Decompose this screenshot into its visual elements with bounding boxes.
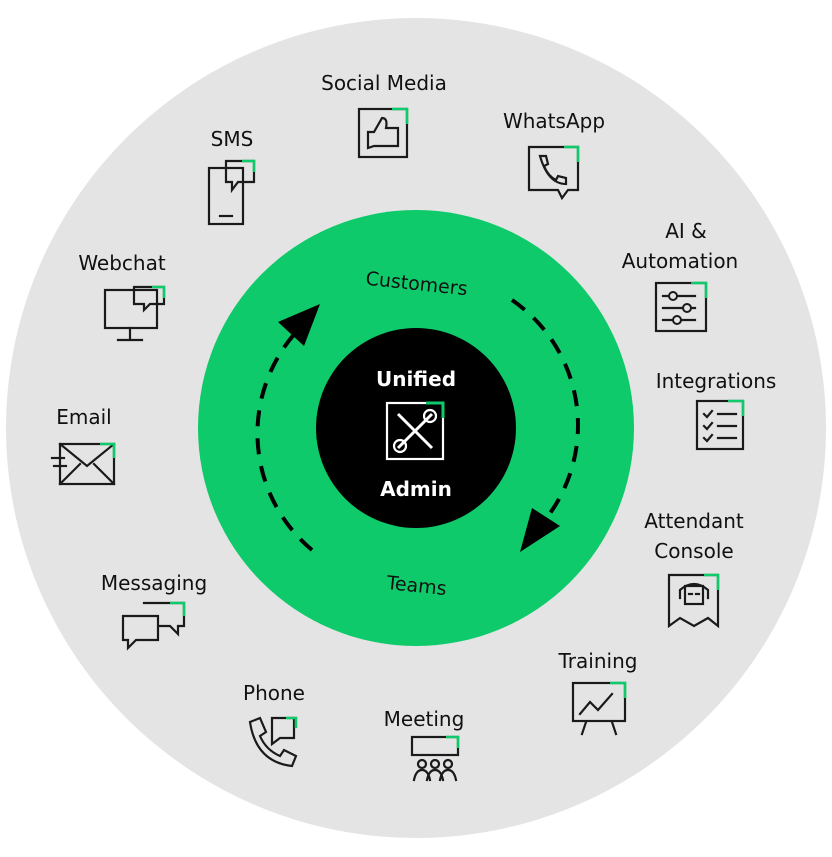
channel-label-line1: AI & — [665, 219, 707, 243]
channel-integrations: Integrations — [656, 369, 777, 451]
arrow-right-head — [520, 508, 560, 552]
channel-attendant-console: Attendant Console — [644, 509, 744, 629]
arrow-left-path — [255, 328, 314, 552]
channel-training: Training — [558, 649, 638, 736]
channel-ai-automation: AI & Automation — [622, 219, 738, 333]
cycle-arrows — [255, 298, 580, 552]
channel-sms: SMS — [207, 127, 256, 226]
channel-label: SMS — [211, 127, 254, 151]
chat-bubbles-icon — [121, 601, 186, 651]
phone-icon — [248, 716, 298, 768]
channel-label: Webchat — [78, 251, 166, 275]
thumbs-up-icon — [357, 107, 409, 159]
channel-email: Email — [50, 405, 116, 486]
arrow-right-path — [510, 298, 580, 518]
channel-phone: Phone — [243, 681, 305, 768]
meeting-group-icon — [410, 735, 460, 782]
channel-label: WhatsApp — [503, 109, 605, 133]
channel-label: Meeting — [384, 707, 465, 731]
headset-agent-icon — [667, 573, 720, 629]
channel-label-line2: Console — [654, 539, 733, 563]
channel-label: Phone — [243, 681, 305, 705]
channel-messaging: Messaging — [101, 571, 207, 651]
whatsapp-phone-icon — [527, 145, 580, 201]
channel-label: Training — [558, 649, 638, 673]
envelope-icon — [50, 442, 116, 486]
channel-whatsapp: WhatsApp — [503, 109, 605, 201]
channel-label: Messaging — [101, 571, 207, 595]
tools-icon — [385, 401, 445, 461]
channel-label: Email — [56, 405, 112, 429]
arrow-left-head — [278, 304, 320, 346]
mobile-sms-icon — [207, 159, 256, 226]
channel-label: Social Media — [321, 71, 447, 95]
channel-label-line2: Automation — [622, 249, 738, 273]
channel-label-line1: Attendant — [644, 509, 744, 533]
channel-social-media: Social Media — [321, 71, 447, 159]
center-line-2: Admin — [380, 477, 452, 501]
monitor-chat-icon — [103, 285, 166, 342]
checklist-icon — [695, 399, 745, 451]
center-line-1: Unified — [376, 367, 456, 391]
channel-meeting: Meeting — [384, 707, 465, 782]
presentation-chart-icon — [571, 681, 627, 736]
sliders-icon — [654, 281, 708, 333]
channel-label: Integrations — [656, 369, 777, 393]
channel-webchat: Webchat — [78, 251, 166, 342]
